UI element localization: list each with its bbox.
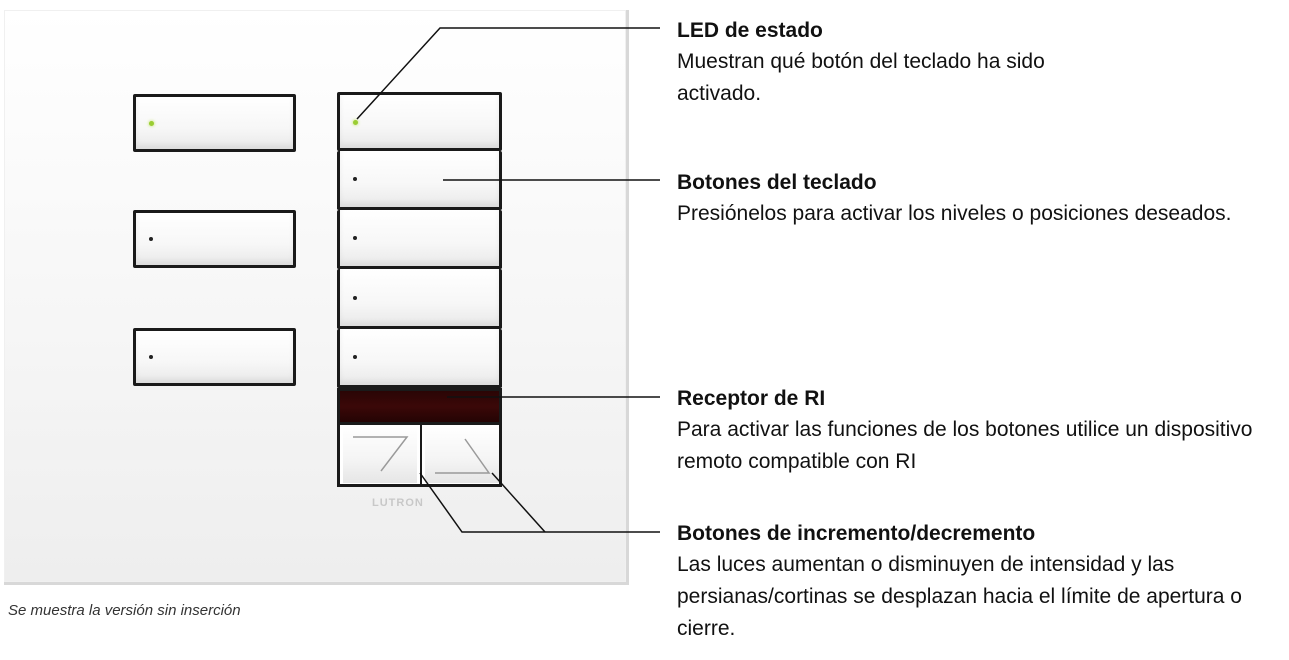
leader-raise bbox=[491, 472, 546, 533]
keypad-button-right-1[interactable] bbox=[337, 92, 502, 151]
figure-caption: Se muestra la versión sin inserción bbox=[8, 602, 241, 619]
keypad-button-right-4[interactable] bbox=[337, 269, 502, 329]
status-led bbox=[353, 119, 358, 125]
status-led bbox=[149, 355, 153, 359]
raise-button[interactable] bbox=[425, 427, 499, 483]
raise-lower-buttons bbox=[337, 425, 502, 487]
leader-lower bbox=[419, 472, 660, 533]
callout-ir-receiver: Receptor de RI Para activar las funcione… bbox=[677, 386, 1287, 478]
callout-title: Botones del teclado bbox=[677, 171, 877, 194]
keypad-button-right-3[interactable] bbox=[337, 210, 502, 269]
status-led bbox=[149, 237, 153, 241]
status-led bbox=[353, 236, 357, 240]
callout-description: Muestran qué botón del teclado ha sido a… bbox=[677, 50, 1045, 105]
callout-status-led: LED de estado Muestran qué botón del tec… bbox=[677, 18, 1287, 110]
keypad-button-left-2[interactable] bbox=[133, 210, 296, 268]
status-led bbox=[149, 121, 154, 126]
keypad-button-right-5[interactable] bbox=[337, 329, 502, 388]
callout-description: Las luces aumentan o disminuyen de inten… bbox=[677, 553, 1242, 640]
callout-title: Receptor de RI bbox=[677, 387, 826, 410]
keypad-button-left-3[interactable] bbox=[133, 328, 296, 386]
callout-raise-lower: Botones de incremento/decremento Las luc… bbox=[677, 521, 1287, 645]
callout-title: Botones de incremento/decremento bbox=[677, 522, 1036, 545]
callout-description: Presiónelos para activar los niveles o p… bbox=[677, 202, 1232, 225]
divider bbox=[420, 425, 422, 487]
ir-receiver-window bbox=[337, 388, 502, 425]
keypad-button-left-1[interactable] bbox=[133, 94, 296, 152]
leader-led bbox=[356, 27, 660, 120]
lower-button[interactable] bbox=[343, 427, 417, 483]
lower-arrow-icon bbox=[353, 436, 409, 472]
status-led bbox=[353, 177, 357, 181]
callout-keypad-buttons: Botones del teclado Presiónelos para act… bbox=[677, 170, 1287, 230]
raise-arrow-icon bbox=[435, 438, 491, 474]
status-led bbox=[353, 355, 357, 359]
brand-logo: LUTRON bbox=[372, 497, 424, 509]
wallplate bbox=[4, 10, 629, 585]
status-led bbox=[353, 295, 357, 300]
callout-title: LED de estado bbox=[677, 19, 823, 42]
callout-description: Para activar las funciones de los botone… bbox=[677, 418, 1253, 473]
